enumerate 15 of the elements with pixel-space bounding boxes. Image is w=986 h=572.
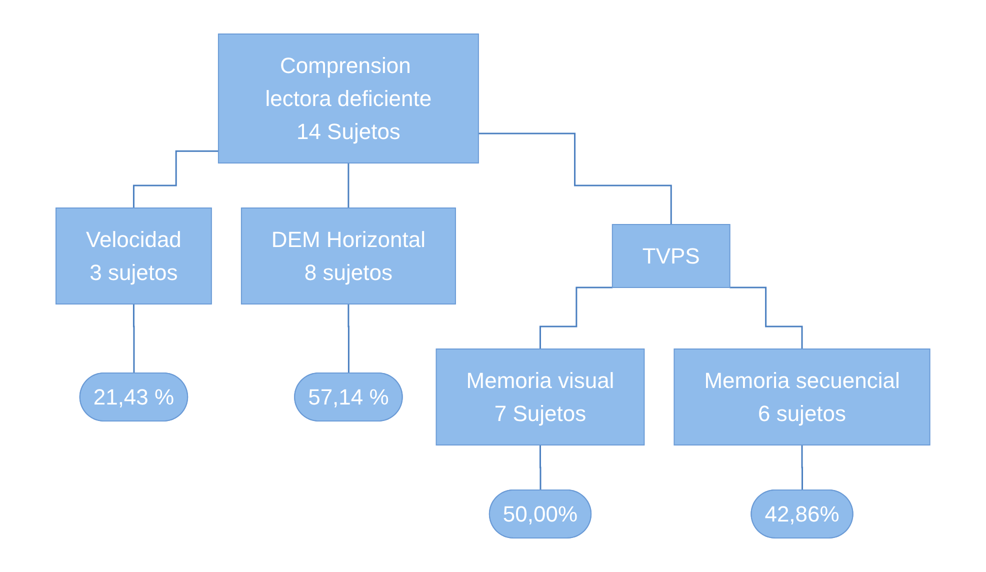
connector: [540, 286, 613, 350]
connector: [478, 132, 672, 226]
connector: [801, 444, 804, 492]
connector: [348, 162, 350, 209]
node-box: Memoria secuencial 6 sujetos: [674, 348, 930, 446]
node-box: Memoria visual 7 Sujetos: [436, 348, 645, 446]
connector: [730, 286, 803, 350]
connector: [540, 444, 542, 492]
node-box: DEM Horizontal 8 sujetos: [241, 208, 456, 304]
connector: [133, 303, 136, 374]
node-box: TVPS: [612, 224, 730, 288]
connector: [348, 303, 350, 374]
node-box: Comprension lectora deficiente 14 Sujetos: [218, 34, 480, 164]
connector: [133, 150, 219, 209]
node-box: Velocidad 3 sujetos: [56, 208, 212, 304]
